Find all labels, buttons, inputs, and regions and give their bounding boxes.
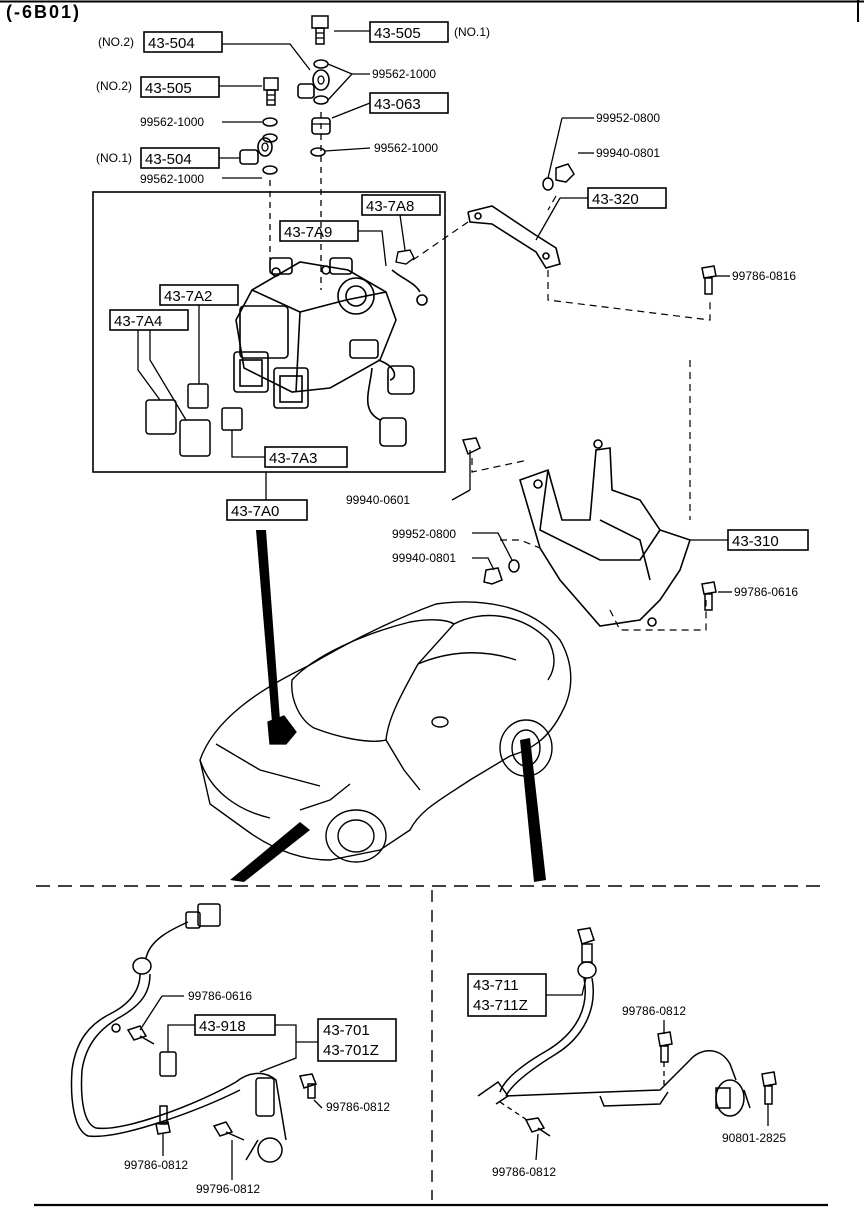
- bolt-icon: [761, 1071, 777, 1105]
- banjo-fitting-icon: [297, 69, 330, 99]
- part-43-7a2-label: 43-7A2: [164, 288, 212, 305]
- nut-icon: [483, 567, 503, 585]
- washer-icon: [262, 165, 278, 175]
- relay-icon: [187, 383, 209, 409]
- part-99786-0616-bottom: 99786-0616: [188, 989, 252, 1003]
- tag-no1-top: (NO.1): [454, 25, 490, 39]
- part-99796-0812: 99796-0812: [196, 1182, 260, 1196]
- part-99786-0812-c: 99786-0812: [622, 1004, 686, 1018]
- part-99786-0816: 99786-0816: [732, 269, 796, 283]
- abs-actuator-icon: [233, 257, 428, 447]
- part-99562-1000-b: 99562-1000: [140, 115, 204, 129]
- pointer-arrow-icon: [256, 530, 280, 722]
- part-90801-2825: 90801-2825: [722, 1131, 786, 1145]
- bracket-icon: [467, 205, 561, 269]
- bolt-icon: [299, 1073, 317, 1099]
- tag-no2-504: (NO.2): [98, 35, 134, 49]
- part-99562-1000-a: 99562-1000: [372, 67, 436, 81]
- part-43-504-no1-label: 43-504: [145, 151, 192, 168]
- bolt-icon: [701, 581, 717, 611]
- nut-icon: [461, 437, 481, 456]
- hydraulic-unit-frame: [92, 191, 446, 473]
- part-99952-0800-top: 99952-0800: [596, 111, 660, 125]
- part-43-310-label: 43-310: [732, 533, 779, 550]
- nut-icon: [555, 163, 575, 183]
- part-99786-0812-d: 99786-0812: [492, 1165, 556, 1179]
- section-code: (-6B01): [6, 2, 81, 22]
- part-43-918-label: 43-918: [199, 1018, 246, 1035]
- banjo-bolt-icon: [263, 77, 279, 106]
- part-43-505-no1-label: 43-505: [374, 25, 421, 42]
- part-99786-0616-mid: 99786-0616: [734, 585, 798, 599]
- banjo-fitting-icon: [239, 137, 273, 165]
- bolt-icon: [155, 1105, 171, 1135]
- relay-icon: [145, 399, 211, 457]
- part-99562-1000-d: 99562-1000: [140, 172, 204, 186]
- pointer-arrow-icon: [520, 738, 546, 882]
- abs-unit-location-icon: [267, 715, 297, 745]
- part-43-063-label: 43-063: [374, 96, 421, 113]
- washer-icon: [542, 177, 554, 191]
- part-99562-1000-c: 99562-1000: [374, 141, 438, 155]
- part-43-701z-label: 43-701Z: [323, 1042, 379, 1059]
- bracket-icon: [519, 439, 692, 627]
- bolt-icon: [524, 1117, 551, 1137]
- part-99940-0601: 99940-0601: [346, 493, 410, 507]
- part-43-320-label: 43-320: [592, 191, 639, 208]
- washer-icon: [310, 147, 326, 157]
- part-43-505-no2-label: 43-505: [145, 80, 192, 97]
- bolt-icon: [701, 265, 717, 295]
- part-43-701-label: 43-701: [323, 1022, 370, 1039]
- part-99952-0800-mid: 99952-0800: [392, 527, 456, 541]
- bolt-icon: [212, 1121, 245, 1141]
- bolt-icon: [126, 1025, 155, 1045]
- part-43-504-no2-label: 43-504: [148, 35, 195, 52]
- front-wheel-sensor-harness-icon: [70, 903, 287, 1163]
- bolt-icon: [657, 1031, 673, 1063]
- part-43-711-label: 43-711: [473, 977, 519, 994]
- tag-no1-504: (NO.1): [96, 151, 132, 165]
- part-43-711z-label: 43-711Z: [473, 997, 528, 1014]
- washer-icon: [262, 133, 278, 143]
- part-99940-0801-mid: 99940-0801: [392, 551, 456, 565]
- part-99786-0812-b: 99786-0812: [124, 1158, 188, 1172]
- pointer-arrow-icon: [230, 822, 310, 882]
- part-43-7a9-label: 43-7A9: [284, 224, 332, 241]
- part-99940-0801-top: 99940-0801: [596, 146, 660, 160]
- part-43-7a8-label: 43-7A8: [366, 198, 414, 215]
- relay-icon: [221, 407, 243, 431]
- washer-icon: [313, 59, 329, 69]
- tag-no2-505: (NO.2): [96, 79, 132, 93]
- part-43-7a4-label: 43-7A4: [114, 313, 162, 330]
- washer-icon: [313, 95, 329, 105]
- part-43-7a0-label: 43-7A0: [231, 503, 279, 520]
- rear-wheel-sensor-harness-icon: [477, 927, 751, 1117]
- car-illustration-icon: [199, 601, 572, 863]
- nut-icon: [395, 249, 415, 265]
- washer-icon: [508, 559, 520, 573]
- part-99786-0812-a: 99786-0812: [326, 1100, 390, 1114]
- washer-icon: [262, 117, 278, 127]
- banjo-bolt-icon: [311, 15, 329, 45]
- part-43-7a3-label: 43-7A3: [269, 450, 317, 467]
